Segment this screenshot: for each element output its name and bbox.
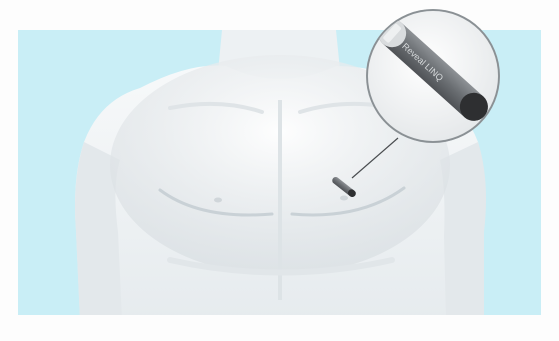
magnifier-callout-icon: Reveal LINQ (366, 9, 500, 143)
